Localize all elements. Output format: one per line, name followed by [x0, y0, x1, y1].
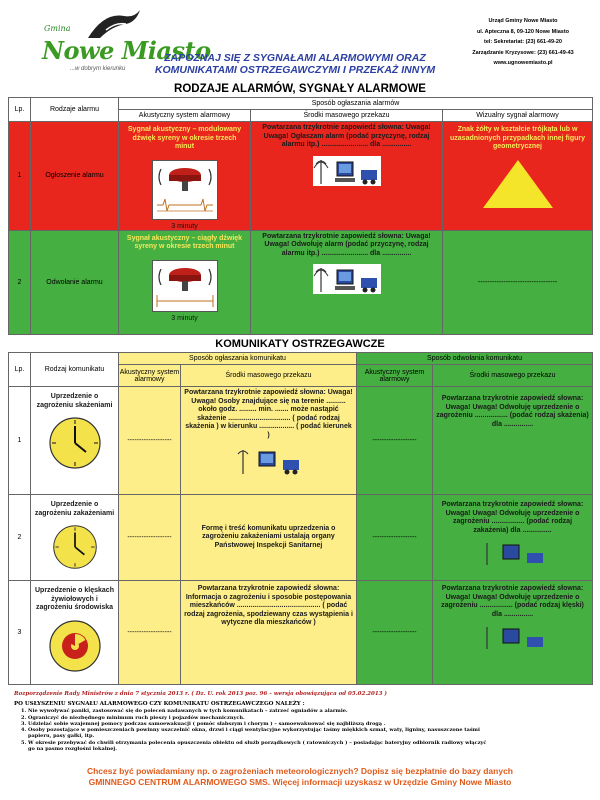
- yellow-triangle-icon: [482, 159, 553, 208]
- acoustic-desc: Sygnał akustyczny – modulowany dźwięk sy…: [127, 126, 242, 150]
- sms-info: Chcesz być powiadamiany np. o zagrożenia…: [86, 766, 514, 787]
- clock-icon: [48, 417, 101, 469]
- logo-main-text: Nowe Miasto: [42, 36, 211, 65]
- table-row: 3 Uprzedzenie o klęskach żywiołowych i z…: [8, 580, 594, 685]
- visual-desc: ----------------------------------: [441, 229, 594, 335]
- section1-title: RODZAJE ALARMÓW, SYGNAŁY ALARMOWE: [174, 83, 426, 95]
- list-item: Ograniczyć do niezbędnego minimum ruch p…: [28, 715, 494, 721]
- media-icon: [312, 264, 381, 294]
- instructions: PO USŁYSZENIU SYGNAŁU ALARMOWEGO CZY KOM…: [14, 701, 494, 752]
- table-row: 1 Uprzedzenie o zagrożeniu skażeniami --…: [8, 386, 594, 495]
- contact-info: Urząd Gminy Nowe Miasto ul. Apteczna 8, …: [448, 16, 598, 69]
- section2-title: KOMUNIKATY OSTRZEGAWCZE: [215, 338, 385, 350]
- stork-icon: [88, 10, 140, 38]
- col-visual: Wizualny sygnał alarmowy: [441, 109, 594, 122]
- clock-icon: [52, 525, 97, 569]
- media-icon: [479, 541, 547, 567]
- logo-small-text: Gmina: [44, 24, 71, 33]
- list-item: Udzielać sobie wzajemnej pomocy podczas …: [28, 721, 494, 727]
- table-row: 2 Uprzedzenie o zagrożeniu zakażeniami -…: [8, 494, 594, 581]
- col-lp: Lp.: [8, 97, 31, 122]
- page-title: ZAPOZNAJ SIĘ Z SYGNAŁAMI ALARMOWYMI ORAZ…: [154, 52, 436, 76]
- media-desc: Powtarzana trzykrotnie zapowiedź słowna:…: [262, 232, 431, 257]
- table-row: 1 Ogłoszenie alarmu Sygnał akustyczny – …: [8, 121, 594, 231]
- website-link[interactable]: www.ugnowemiasto.pl: [493, 60, 553, 66]
- media-icon: [312, 155, 381, 186]
- logo-sub-text: ...w dobrym kierunku: [70, 66, 126, 72]
- col-acoustic: Akustyczny system alarmowy: [118, 109, 251, 122]
- media-desc: Powtarzana trzykrotnie zapowiedź słowna:…: [262, 124, 431, 148]
- visual-desc: Znak żółty w kształcie trójkąta lub w uz…: [450, 126, 585, 150]
- alarm-types-table: Lp. Rodzaje alarmu Sposób ogłaszania ala…: [8, 97, 594, 335]
- media-icon: [235, 446, 303, 476]
- siren-icon: [151, 259, 218, 312]
- media-icon: [479, 625, 547, 651]
- warning-messages-table: Lp. Rodzaj komunikatu Sposób ogłaszania …: [8, 352, 594, 685]
- regulation-note: Rozporządzenie Rady Ministrów z dnia 7 s…: [14, 691, 388, 697]
- header: Gmina Nowe Miasto ...w dobrym kierunku Z…: [0, 0, 600, 82]
- list-item: W okresie przebywać do chwili otrzymania…: [28, 740, 494, 753]
- col-type: Rodzaje alarmu: [30, 97, 119, 122]
- acoustic-desc: Sygnał akustyczny – ciągły dźwięk syreny…: [126, 234, 243, 251]
- siren-icon: [151, 159, 218, 220]
- table-row: 2 Odwołanie alarmu Sygnał akustyczny – c…: [8, 229, 594, 335]
- col-media: Środki masowego przekazu: [250, 109, 443, 122]
- col-method: Sposób ogłaszania alarmów: [117, 97, 594, 110]
- list-item: Nie wywoływać paniki, zastosować się do …: [28, 708, 494, 714]
- list-item: Osoby pozostające w pomieszczeniach powi…: [28, 727, 494, 740]
- radiation-clock-icon: [48, 619, 101, 672]
- logo: Gmina Nowe Miasto ...w dobrym kierunku: [16, 10, 211, 80]
